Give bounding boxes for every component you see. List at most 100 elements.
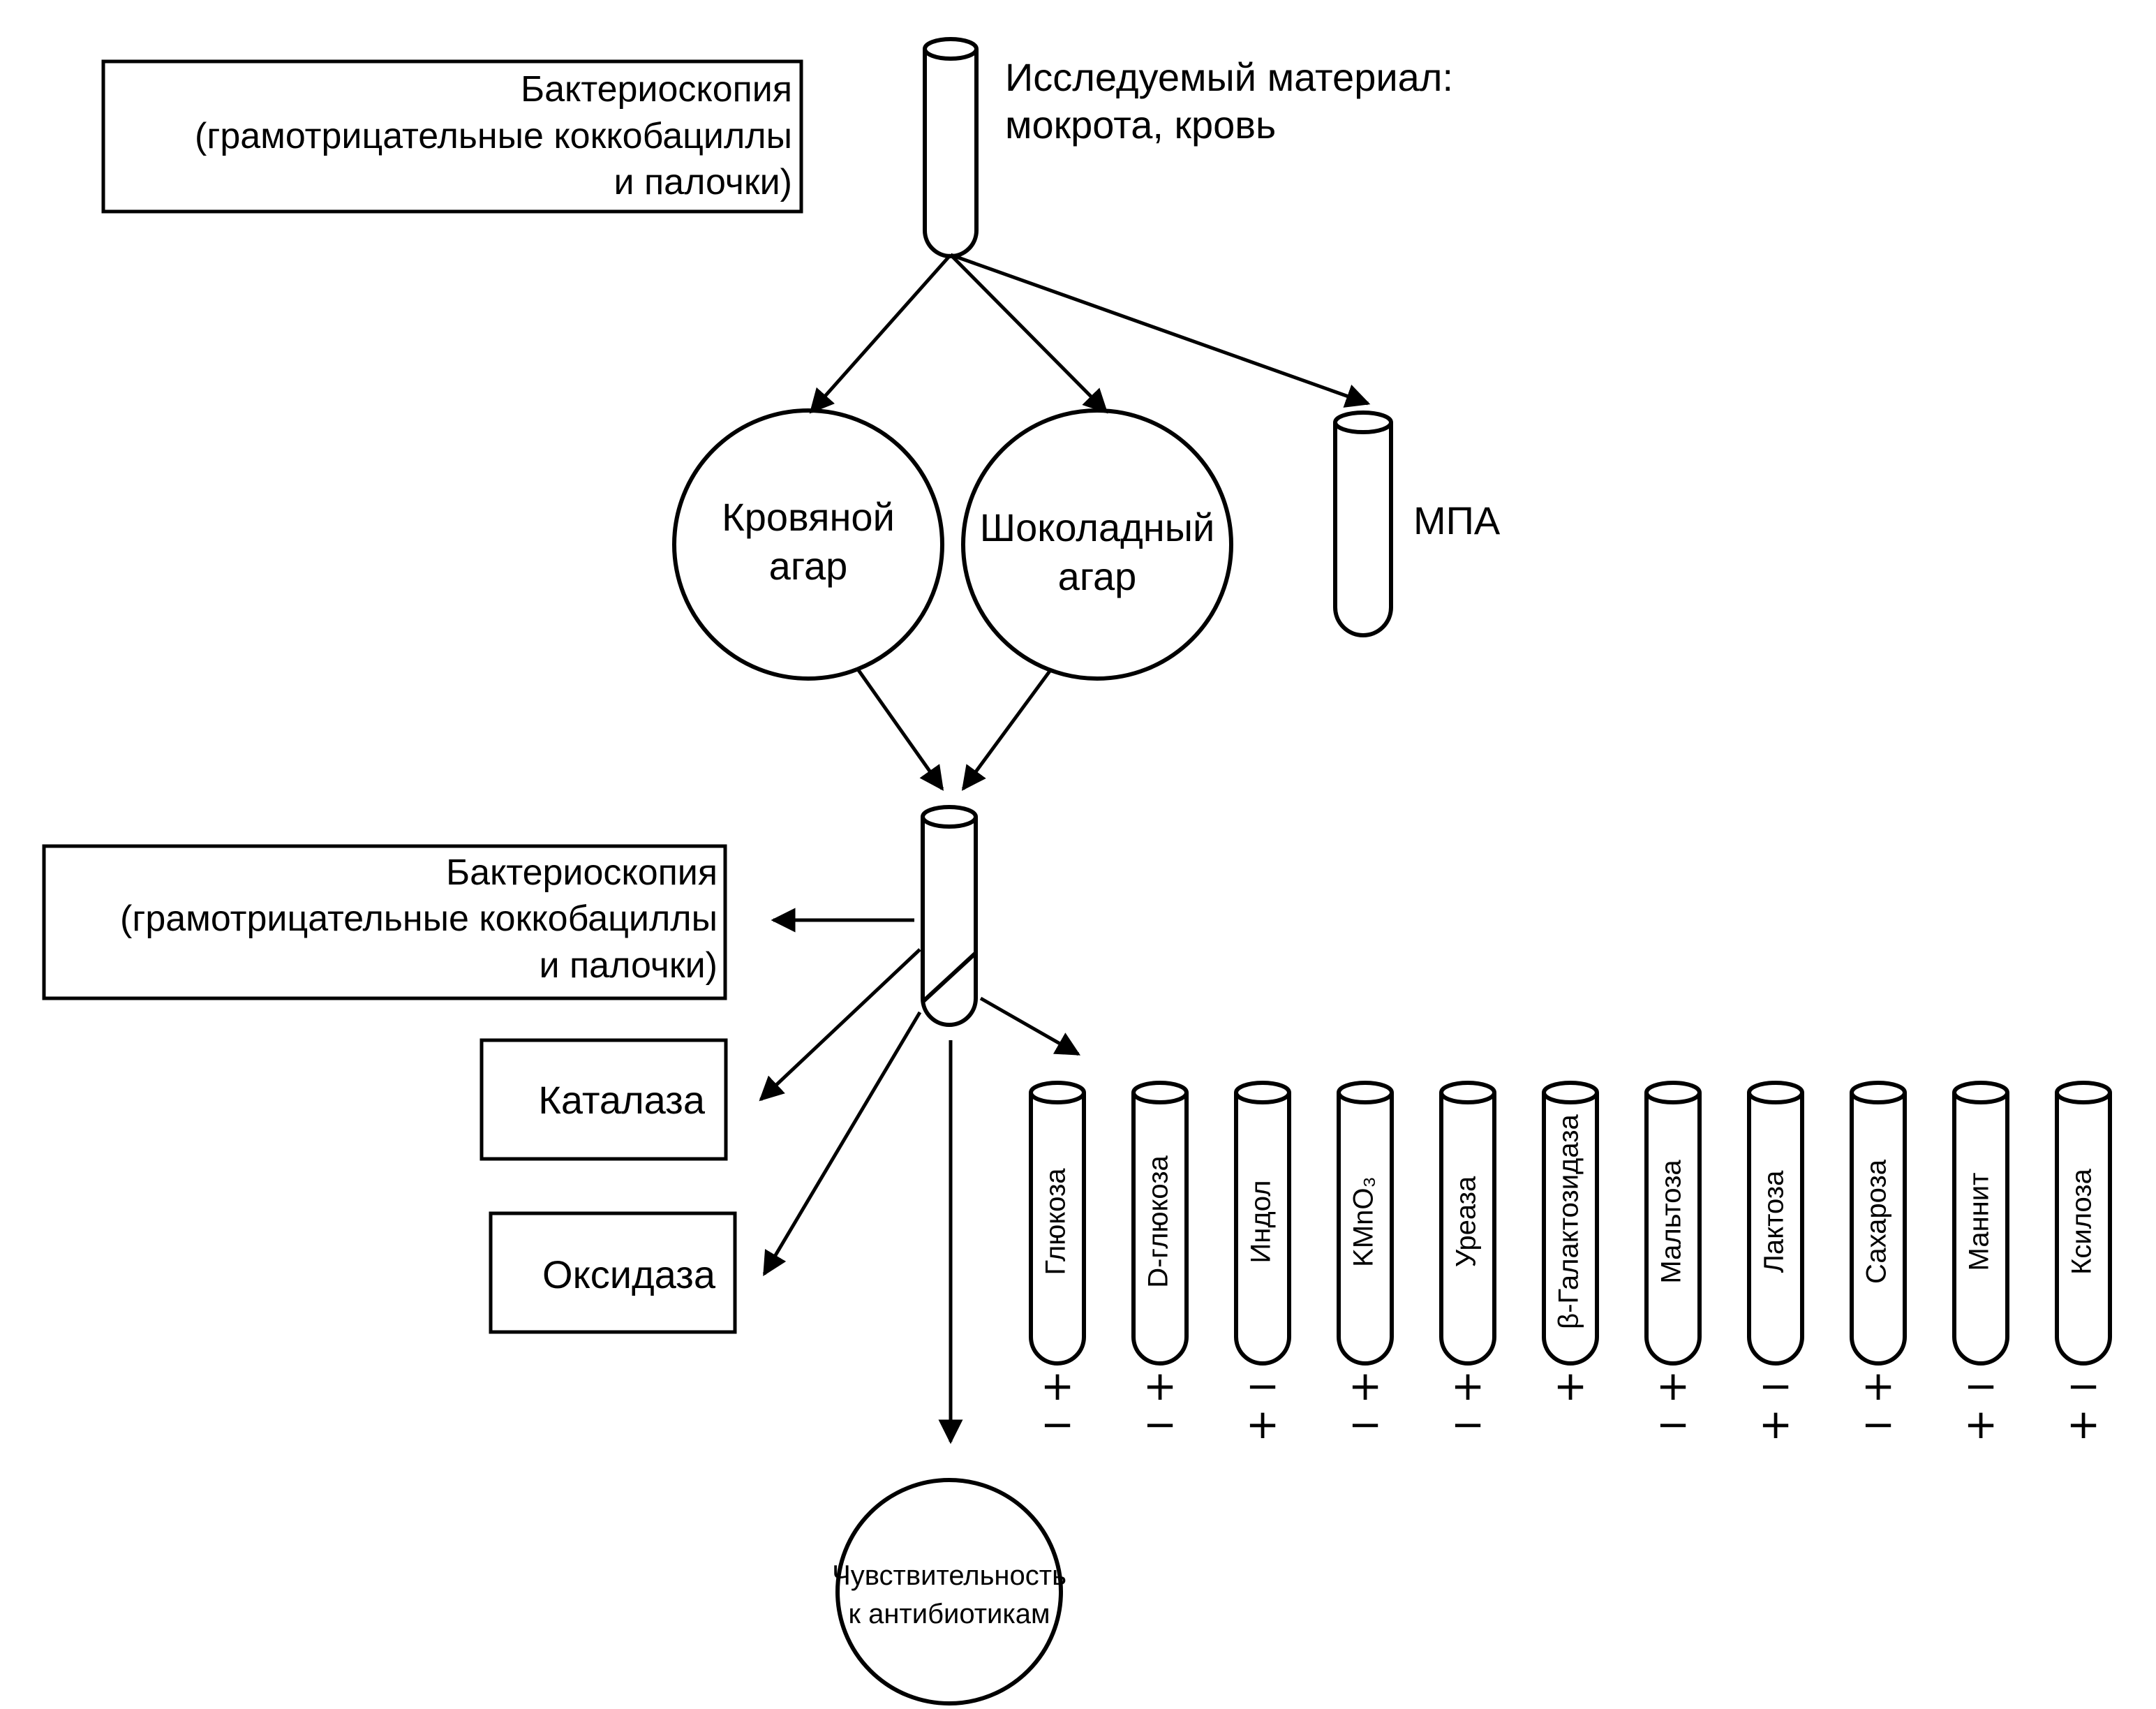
chocolate-agar-line2: агар [1058, 554, 1137, 598]
test-tube-1: Глюкоза +− [1029, 1081, 1086, 1448]
test-tube-icon [1850, 1093, 1907, 1366]
catalase-label: Каталаза [538, 1078, 706, 1122]
test-result-bottom: − [1861, 1400, 1896, 1448]
test-tube-icon [1952, 1093, 2009, 1366]
test-result-top: + [1041, 1362, 1075, 1410]
specimen-tube-icon [923, 37, 979, 258]
test-result-bottom: − [1143, 1400, 1177, 1448]
test-result-top: + [1656, 1362, 1690, 1410]
arrow-blood-to-slant [856, 669, 944, 791]
blood-agar-line1: Кровяной [722, 495, 895, 539]
test-tube-label: D-глюкоза [1143, 1155, 1174, 1287]
chocolate-agar-plate: Шоколадный агар [961, 408, 1233, 681]
test-result-bottom: − [1348, 1400, 1383, 1448]
test-tube-icon [1747, 1093, 1804, 1366]
test-result-top: + [1143, 1362, 1177, 1410]
mid-box-line3: и палочки) [540, 945, 718, 986]
test-tube-label: Мальтоза [1656, 1160, 1687, 1284]
test-result-top: + [1554, 1362, 1588, 1410]
mid-box-line2: (грамотрицательные коккобациллы [120, 898, 718, 939]
mpa-tube-icon [1333, 410, 1393, 637]
test-result-top: + [1348, 1362, 1383, 1410]
test-tube-rim [1952, 1081, 2009, 1104]
test-tube-rim [1439, 1081, 1496, 1104]
biochemical-tests: Глюкоза+−D-глюкоза+−Индол−+KMnO₃+−Уреаза… [1029, 1081, 2112, 1448]
arrow-to-oxidase [762, 1011, 922, 1277]
test-tube-9: Сахароза +− [1850, 1081, 1907, 1448]
test-result-top: − [2067, 1362, 2101, 1410]
test-tube-rim [1029, 1081, 1086, 1104]
blood-agar-plate: Кровяной агар [672, 408, 944, 681]
test-tube-rim [1131, 1081, 1189, 1104]
test-tube-label: Индол [1246, 1181, 1277, 1264]
test-tube-rim [1542, 1081, 1599, 1104]
arrow-chocolate-to-slant [961, 669, 1053, 791]
test-tube-5: Уреаза+− [1439, 1081, 1496, 1448]
test-tube-icon [1131, 1093, 1189, 1366]
test-tube-3: Индол −+ [1234, 1081, 1291, 1448]
test-tube-label: KMnO₃ [1348, 1176, 1379, 1267]
antibiotic-sensitivity-circle: Чувствительность к антибиотикам [832, 1478, 1066, 1706]
test-tube-rim [1850, 1081, 1907, 1104]
mid-box-line1: Бактериоскопия [446, 852, 718, 893]
test-result-top: + [1861, 1362, 1896, 1410]
test-tube-10: Маннит −+ [1952, 1081, 2009, 1448]
sensitivity-line1: Чувствительность [832, 1560, 1066, 1591]
test-tube-6: β-Галактозидаза+ [1542, 1081, 1599, 1410]
test-result-bottom: + [1246, 1400, 1280, 1448]
top-box-line3: и палочки) [614, 162, 792, 202]
test-tube-icon [2055, 1093, 2112, 1366]
test-tube-icon [1337, 1093, 1394, 1366]
test-tube-icon [1644, 1093, 1702, 1366]
test-result-top: − [1964, 1362, 1998, 1410]
arrow-to-chocolate-agar [949, 253, 1108, 414]
mpa-label: МПА [1413, 498, 1501, 542]
material-line2: мокрота, кровь [1005, 103, 1276, 147]
test-result-bottom: + [1759, 1400, 1793, 1448]
arrow-to-mpa [950, 253, 1371, 408]
test-result-bottom: − [1656, 1400, 1690, 1448]
test-tube-rim [2055, 1081, 2112, 1104]
test-tube-label: Ксилоза [2067, 1168, 2097, 1275]
test-tube-4: KMnO₃ +− [1337, 1081, 1394, 1448]
test-tube-label: Лактоза [1759, 1170, 1790, 1273]
test-tube-label: Глюкоза [1041, 1168, 1071, 1275]
test-tube-7: Мальтоза +− [1644, 1081, 1702, 1448]
test-result-top: + [1451, 1362, 1485, 1410]
oxidase-box: Оксидаза [489, 1211, 737, 1334]
test-tube-icon [1029, 1093, 1086, 1366]
test-tube-icon [1234, 1093, 1291, 1366]
test-result-bottom: − [1041, 1400, 1075, 1448]
arrow-to-biochem-tests [979, 996, 1081, 1056]
mid-bacterioscopy-box: Бактериоскопия (грамотрицательные коккоб… [42, 844, 727, 1000]
arrow-to-catalase [759, 948, 921, 1102]
test-tube-label: Уреаза [1451, 1176, 1482, 1267]
test-tube-icon [1439, 1093, 1496, 1366]
test-tube-label: Сахароза [1861, 1159, 1892, 1284]
test-tube-rim [1747, 1081, 1804, 1104]
blood-agar-line2: агар [769, 544, 848, 588]
test-result-bottom: + [2067, 1400, 2101, 1448]
test-tube-2: D-глюкоза +− [1131, 1081, 1189, 1448]
top-box-line1: Бактериоскопия [521, 69, 792, 110]
test-tube-rim [1234, 1081, 1291, 1104]
top-bacterioscopy-box: Бактериоскопия (грамотрицательные коккоб… [101, 59, 803, 214]
top-box-line2: (грамотрицательные коккобациллы [195, 116, 792, 156]
test-tube-11: Ксилоза −+ [2055, 1081, 2112, 1448]
test-tube-label: Маннит [1964, 1173, 1995, 1271]
test-tube-icon [1542, 1093, 1599, 1366]
material-line1: Исследуемый материал: [1005, 55, 1453, 99]
chocolate-agar-line1: Шоколадный [980, 505, 1214, 549]
test-tube-8: Лактоза −+ [1747, 1081, 1804, 1448]
test-tube-rim [1644, 1081, 1702, 1104]
slant-tube-icon [921, 805, 978, 1027]
sensitivity-line2: к антибиотикам [848, 1599, 1050, 1629]
arrow-to-blood-agar [809, 253, 952, 414]
test-tube-rim [1337, 1081, 1394, 1104]
catalase-box: Каталаза [479, 1038, 728, 1161]
oxidase-label: Оксидаза [542, 1252, 716, 1296]
test-result-bottom: + [1964, 1400, 1998, 1448]
test-result-top: − [1759, 1362, 1793, 1410]
test-result-top: − [1246, 1362, 1280, 1410]
